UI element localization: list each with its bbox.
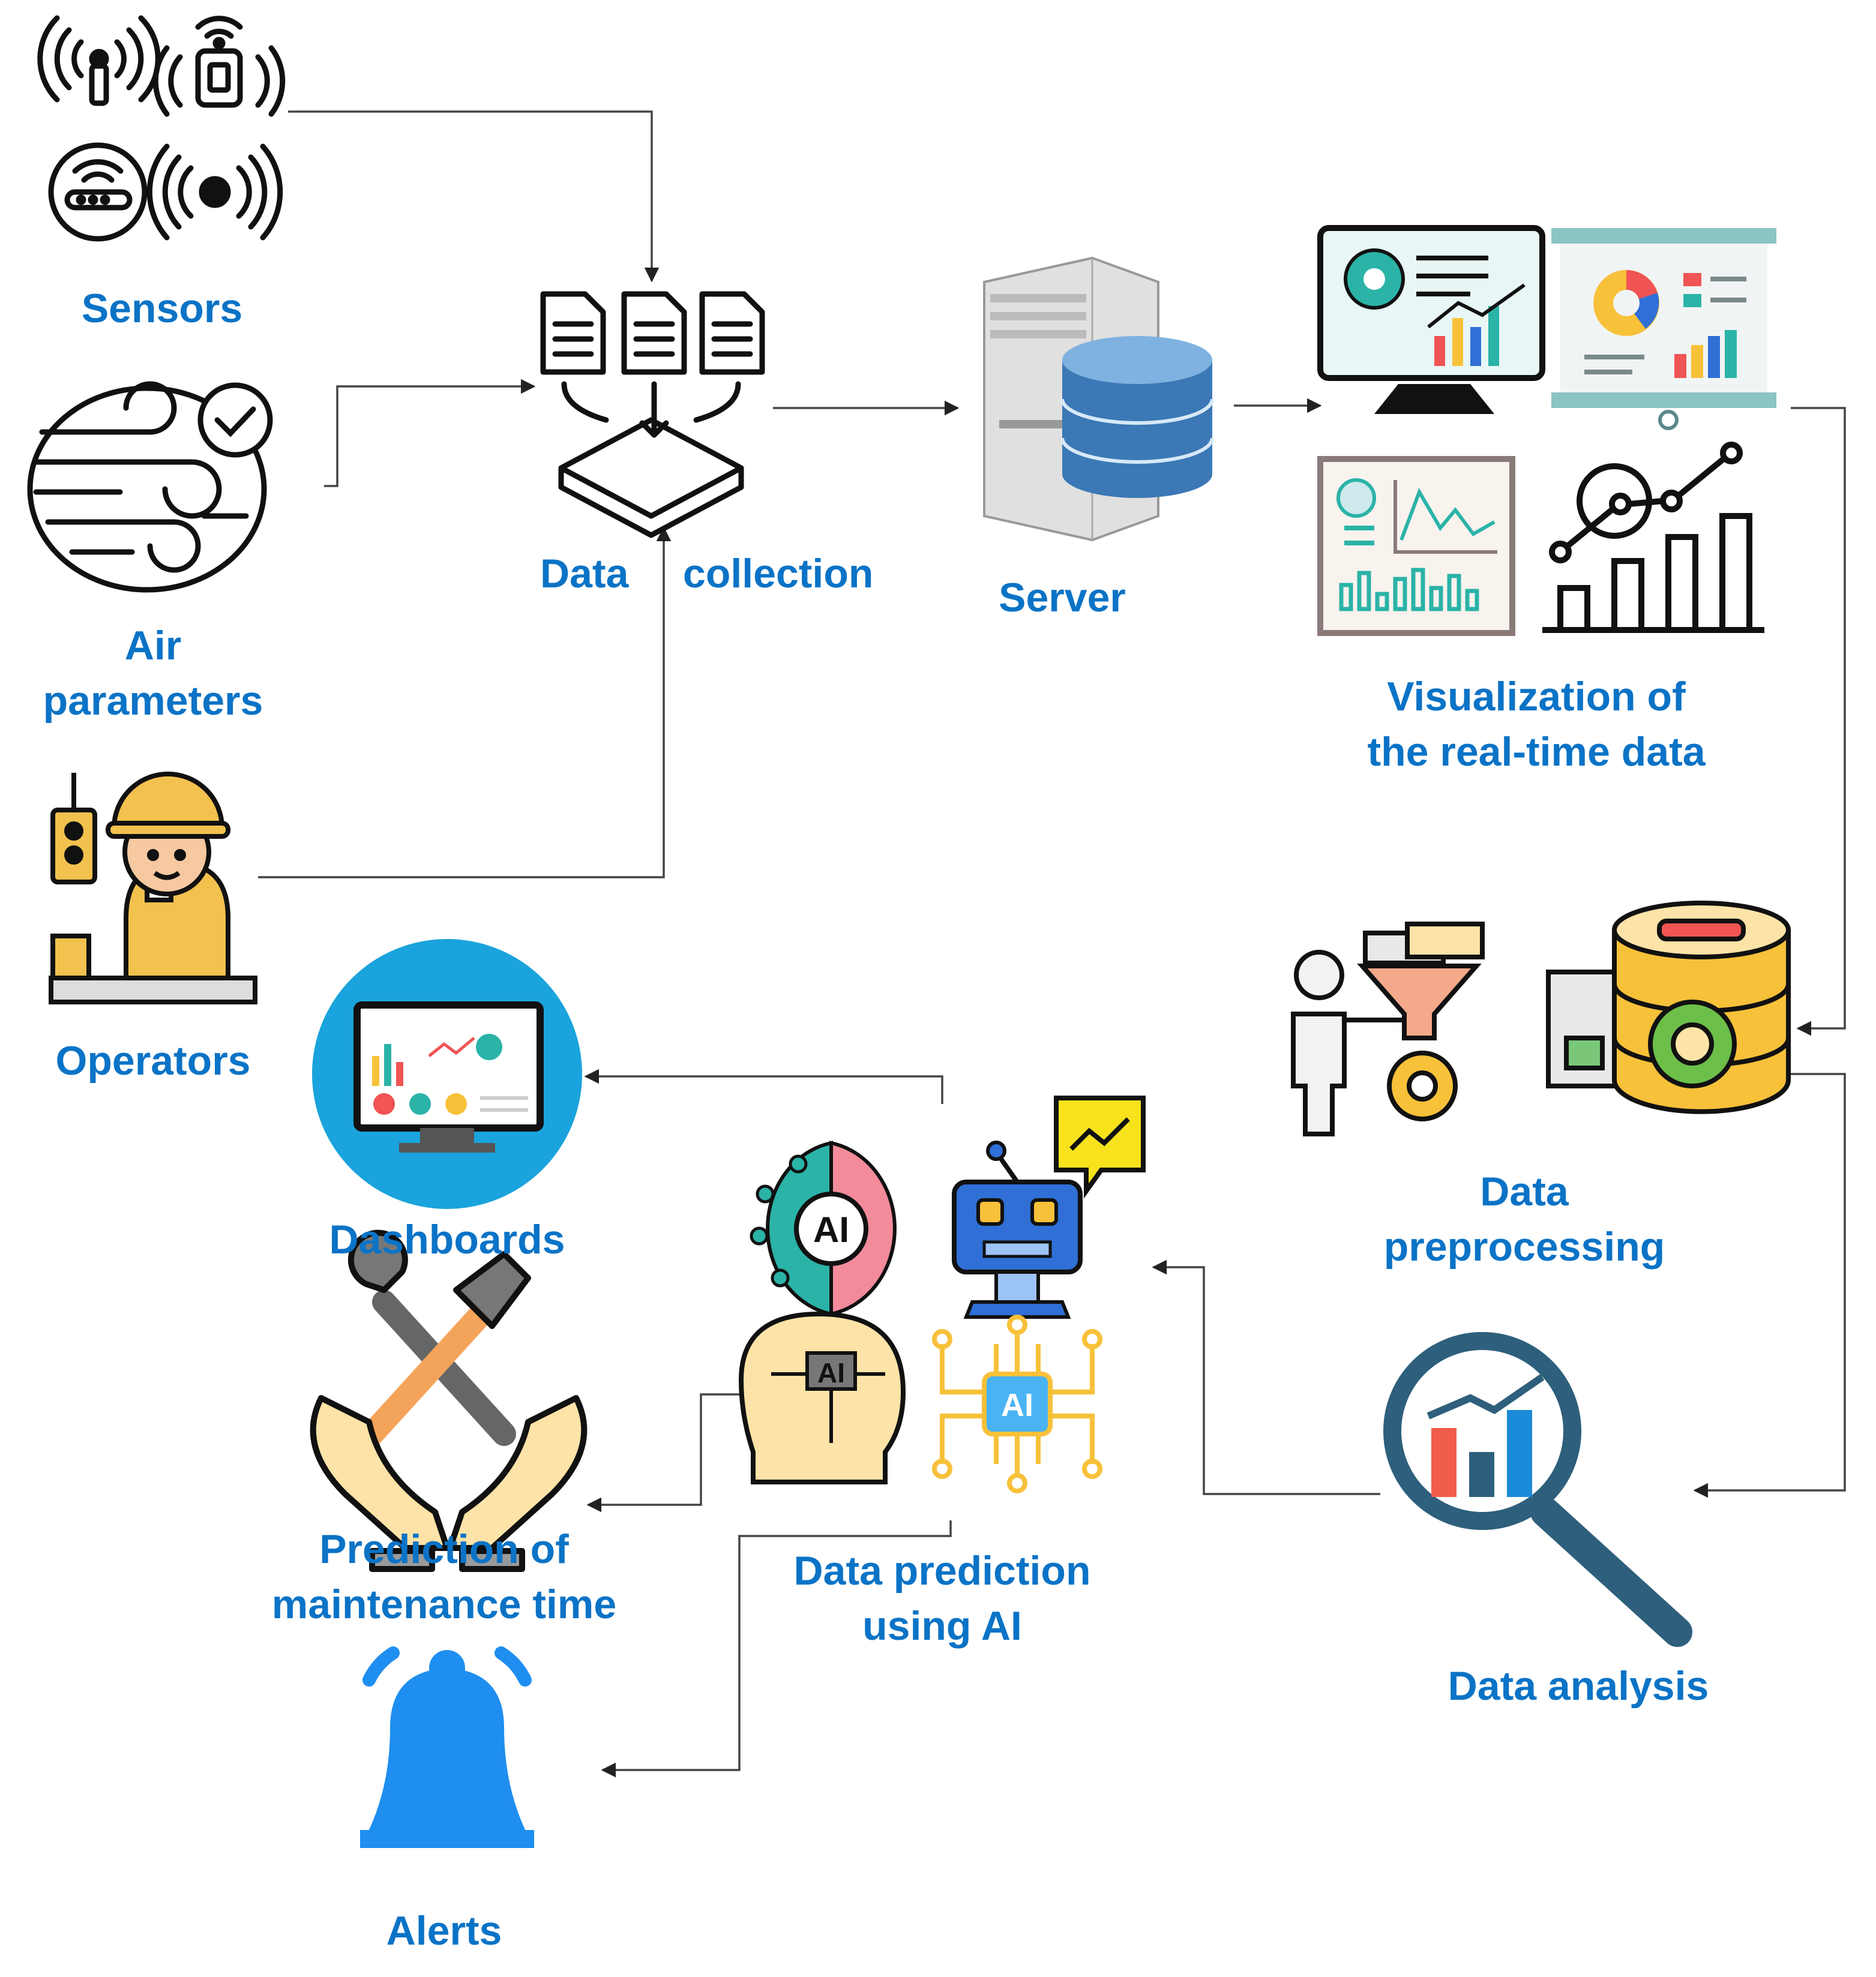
connector-operators-to-collection [258, 526, 672, 878]
connector-prediction-to-maintenance [586, 1393, 750, 1513]
database-cylinder [1060, 336, 1214, 498]
chart-board-icon [1317, 456, 1515, 636]
data-collection-label-word1: Data [540, 551, 629, 596]
data-analysis-label: Data analysis [1448, 1663, 1709, 1709]
wifi-device-icon [152, 16, 286, 117]
maintenance-label: Prediction of maintenance time [271, 1526, 617, 1627]
visualization-label: Visualization of the real-time data [1367, 674, 1706, 775]
broadcast-icon [146, 143, 283, 241]
wireless-sensor-icons [37, 15, 286, 242]
data-prediction-label: Data prediction using AI [793, 1548, 1091, 1649]
ai-brain-icon: AI [750, 1141, 897, 1316]
ai-brain-label: AI [813, 1210, 849, 1250]
router-icon [48, 142, 148, 242]
magnifier-chart-icon [1383, 1332, 1692, 1647]
connector-air-to-collection [324, 379, 536, 487]
database-gear-icon [1546, 901, 1791, 1114]
dashboards-label: Dashboards [329, 1217, 565, 1262]
ai-chip-label: AI [1001, 1387, 1033, 1423]
connector-preprocessing-to-analysis [1693, 1073, 1846, 1498]
ai-icons: AI AI [738, 1096, 1146, 1493]
connector-prediction-to-alerts [601, 1520, 952, 1778]
presentation-board-icon [1551, 228, 1776, 430]
connector-sensors-to-collection [288, 110, 660, 283]
bell-icon [360, 1646, 534, 1848]
air-wind-icon [27, 381, 273, 593]
antenna-sensor-icon [37, 15, 161, 106]
data-collection-label-word2: collection [683, 551, 874, 596]
sensors-label: Sensors [81, 286, 243, 331]
analytics-charts-icons [1317, 225, 1776, 636]
data-collection-icon [540, 291, 765, 538]
connector-analysis-to-prediction [1152, 1259, 1380, 1495]
operators-label: Operators [55, 1038, 251, 1084]
server-label: Server [999, 575, 1126, 620]
ai-head-icon: AI [738, 1311, 906, 1484]
growth-chart-icon [1542, 442, 1764, 633]
monitor-dashboard-icon [1317, 225, 1545, 414]
maintenance-tools-icon [310, 1229, 588, 1572]
alerts-label: Alerts [386, 1908, 502, 1954]
connectors [258, 110, 1846, 1778]
connector-prediction-to-dashboards [584, 1069, 943, 1104]
server-database-icon [983, 256, 1214, 542]
air-parameters-label: Air parameters [43, 623, 263, 724]
ai-chip-icon: AI [932, 1315, 1102, 1493]
ai-head-label: AI [817, 1357, 845, 1388]
connector-visualization-to-preprocessing [1791, 407, 1846, 1036]
person-funnel-icon [1291, 922, 1485, 1136]
dashboard-monitor-icon [312, 939, 582, 1209]
data-filter-database-icons [1291, 901, 1791, 1136]
data-preprocessing-label: Data preprocessing [1383, 1169, 1665, 1270]
operator-worker-icon [49, 772, 257, 1004]
ai-robot-icon [952, 1096, 1146, 1319]
